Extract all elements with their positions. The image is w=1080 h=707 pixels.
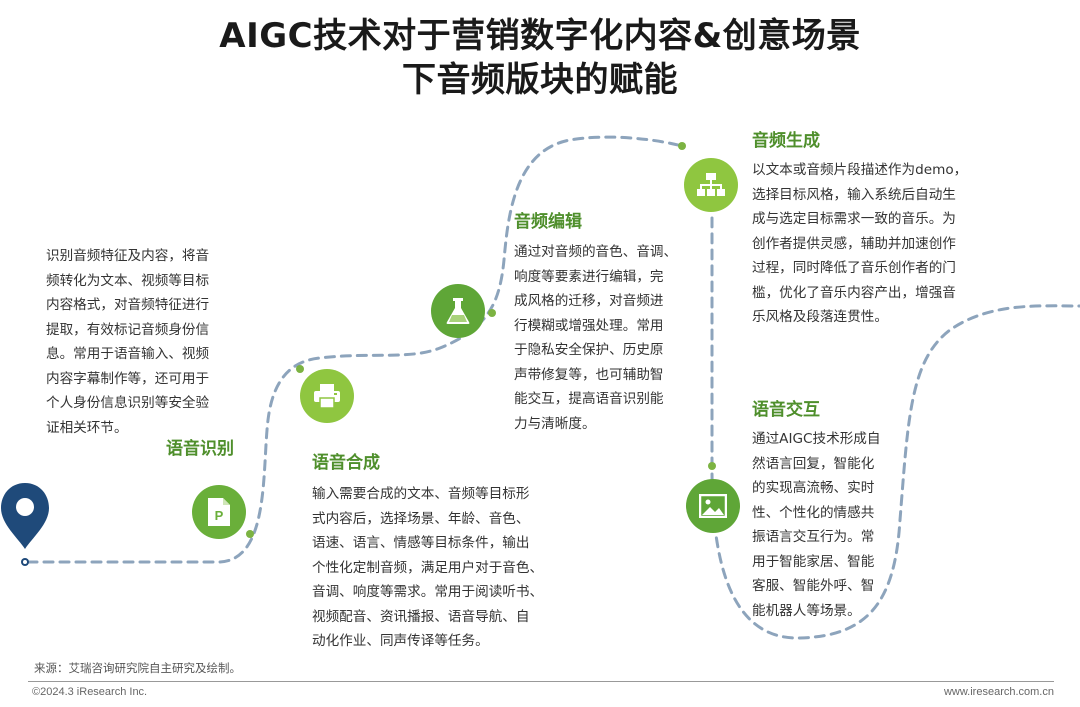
path-dot — [296, 365, 304, 373]
audio-editing-description: 通过对音频的音色、音调、 响度等要素进行编辑，完 成风格的迁移，对音频进 行模糊… — [514, 244, 678, 432]
voice-interaction-badge — [686, 479, 740, 533]
speech-synthesis-badge — [300, 369, 354, 423]
audio-generation-heading: 音频生成 — [752, 131, 820, 151]
sitemap-icon — [697, 173, 725, 196]
image-icon — [699, 494, 727, 518]
speech-synthesis-heading: 语音合成 — [312, 453, 380, 473]
speech-recognition-heading: 语音识别 — [166, 439, 234, 459]
path-dot — [678, 142, 686, 150]
audio-generation-badge — [684, 158, 738, 212]
footer-divider — [28, 681, 1054, 682]
audio-generation-description: 以文本或音频片段描述作为demo， 选择目标风格，输入系统后自动生 成与选定目标… — [752, 162, 968, 325]
audio-editing-heading: 音频编辑 — [514, 212, 582, 232]
printer-icon — [314, 384, 340, 409]
document-icon: P — [208, 498, 230, 526]
path-dot — [23, 560, 27, 564]
flask-icon — [446, 298, 470, 324]
website-link[interactable]: www.iresearch.com.cn — [943, 686, 1054, 698]
speech-recognition-badge: P — [192, 485, 246, 539]
page-title-line-1: AIGC技术对于营销数字化内容&创意场景 — [219, 16, 861, 56]
path-dot — [246, 530, 254, 538]
path-dot — [488, 309, 496, 317]
speech-recognition-description: 识别音频特征及内容，将音 频转化为文本、视频等目标 内容格式，对音频特征进行 提… — [46, 248, 210, 436]
dashed-route-line — [26, 135, 684, 564]
dashed-route-line-right — [710, 216, 1080, 640]
voice-interaction-heading: 语音交互 — [752, 400, 820, 420]
location-pin-icon — [1, 483, 49, 549]
copyright-text: ©2024.3 iResearch Inc. — [32, 686, 148, 698]
voice-interaction-description: 通过AIGC技术形成自 然语言回复，智能化 的实现高流畅、实时 性、个性化的情感… — [752, 431, 881, 619]
source-note: 来源：艾瑞咨询研究院自主研究及绘制。 — [34, 661, 241, 675]
svg-text:P: P — [215, 508, 224, 523]
path-dot — [708, 462, 716, 470]
speech-synthesis-description: 输入需要合成的文本、音频等目标形 式内容后，选择场景、年龄、音色、 语速、语言、… — [312, 486, 544, 649]
audio-editing-badge — [431, 284, 485, 338]
page-title-line-2: 下音频版块的赋能 — [402, 60, 678, 100]
